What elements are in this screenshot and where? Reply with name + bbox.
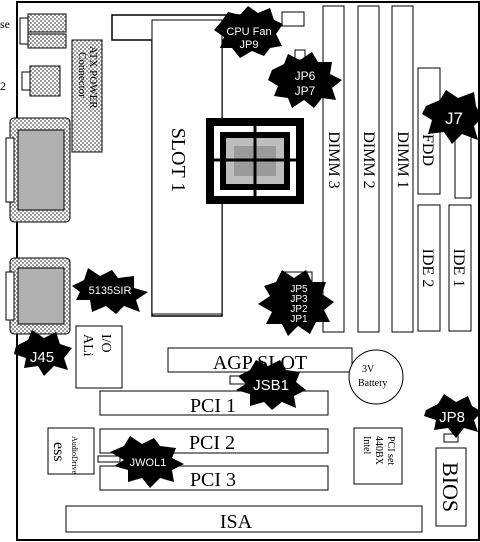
jwol1-header xyxy=(97,455,121,463)
bios-chip xyxy=(435,447,467,527)
ps2-connector xyxy=(19,13,67,49)
atx-power-label: ATX POWER xyxy=(87,46,99,109)
callout-jp7-label: JP7 xyxy=(295,84,316,98)
ali-label: ALi xyxy=(80,334,95,357)
callout-jp6-jp7: JP6 JP7 xyxy=(268,52,342,108)
intel-label: Intel xyxy=(361,436,372,455)
callout-jp5-label: JP5 xyxy=(290,284,308,295)
dimm1-label: DIMM 1 xyxy=(394,131,411,188)
callout-jsb1-label: JSB1 xyxy=(253,377,289,394)
callout-j7-label: J7 xyxy=(445,109,463,128)
callout-jwol1-label: JWOL1 xyxy=(130,457,167,469)
pciset-label: PCI set xyxy=(385,436,396,465)
atx-connector-label: Connector xyxy=(76,52,88,98)
callout-jp8: JP8 xyxy=(424,394,480,438)
dimm2-slot xyxy=(357,5,380,333)
battery-label: Battery xyxy=(358,378,387,389)
usb-connector xyxy=(21,65,61,97)
dimm3-label: DIMM 3 xyxy=(325,131,342,188)
ide1-label: IDE 1 xyxy=(450,249,467,288)
callout-jp3-label: JP3 xyxy=(290,294,308,305)
callout-j45-label: J45 xyxy=(30,349,54,366)
callout-cpu-fan-jp9: CPU Fan JP9 xyxy=(214,6,283,58)
ess-audio-chip xyxy=(47,427,95,475)
cpu-fan-header xyxy=(281,11,305,27)
isa-label: ISA xyxy=(220,511,253,533)
callout-jsb1: JSB1 xyxy=(236,360,306,410)
parallel-port-connector xyxy=(5,117,71,223)
callout-j7: J7 xyxy=(422,90,480,144)
callout-jp6-label: JP6 xyxy=(295,69,316,83)
chipset-440bx-label: 440BX xyxy=(373,436,384,466)
ess-label: ess xyxy=(50,442,67,462)
callout-jp8-label: JP8 xyxy=(439,409,465,426)
ide2-connector xyxy=(417,204,441,332)
dimm1-slot xyxy=(391,5,414,333)
edge-label-top: se xyxy=(0,17,10,31)
io-label: I/O xyxy=(98,334,113,353)
serial-port-connector xyxy=(5,257,71,335)
ali-io-chip xyxy=(75,325,123,389)
pci2-label: PCI 2 xyxy=(189,432,235,454)
battery-3v-label: 3V xyxy=(362,364,375,375)
callout-jp5-jp1: JP5 JP3 JP2 JP1 xyxy=(258,270,334,336)
atx-power-connector xyxy=(71,39,103,153)
fdd-label: FDD xyxy=(419,134,436,166)
slot1-label: SLOT 1 xyxy=(167,128,189,193)
dimm2-label: DIMM 2 xyxy=(360,131,377,188)
callout-5135sir: 5135SIR xyxy=(72,268,148,314)
edge-label-mid: 2 xyxy=(0,79,6,93)
audiodrive-label: AudioDrive xyxy=(70,436,79,475)
ide1-connector xyxy=(448,204,472,332)
callout-j45: J45 xyxy=(14,330,72,376)
ide2-label: IDE 2 xyxy=(419,249,436,288)
jp8-jumper-block xyxy=(443,433,459,443)
intel-440bx-chip xyxy=(353,427,403,485)
north-bridge-heatsink xyxy=(206,118,304,204)
callout-cpu-fan-label: CPU Fan xyxy=(226,26,271,38)
bios-label: BIOS xyxy=(438,462,463,512)
callout-jp2-label: JP2 xyxy=(290,304,308,315)
callout-5135sir-label: 5135SIR xyxy=(89,285,132,297)
callout-jp9-label: JP9 xyxy=(240,39,259,51)
isa-slot xyxy=(65,505,423,533)
pci3-label: PCI 3 xyxy=(190,469,236,491)
pci1-label: PCI 1 xyxy=(190,395,236,417)
callout-jp1-label: JP1 xyxy=(290,314,308,325)
battery xyxy=(348,349,404,405)
callout-jwol1: JWOL1 xyxy=(110,436,184,488)
